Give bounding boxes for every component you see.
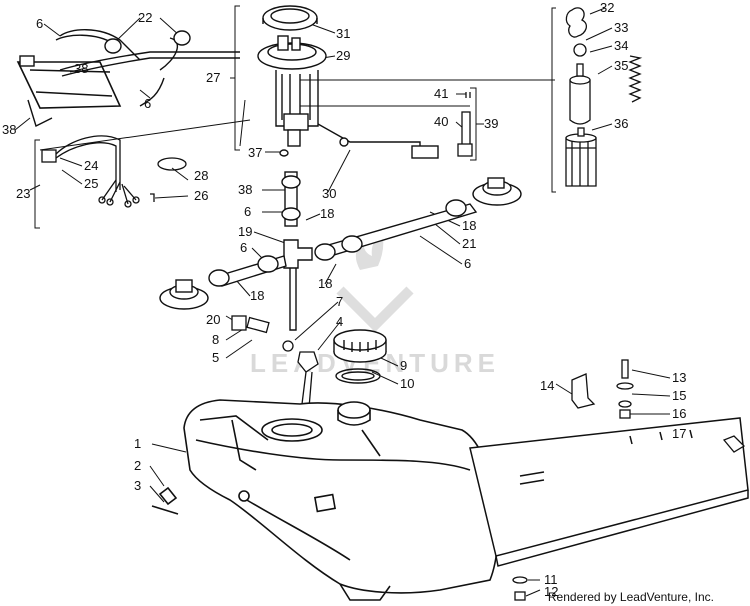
- callout-6: 6: [244, 204, 251, 219]
- callout-39: 39: [484, 116, 498, 131]
- callout-20: 20: [206, 312, 220, 327]
- callout-3: 3: [134, 478, 141, 493]
- callout-34: 34: [614, 38, 628, 53]
- callout-1: 1: [134, 436, 141, 451]
- callout-2: 2: [134, 458, 141, 473]
- callout-35: 35: [614, 58, 628, 73]
- callout-7: 7: [336, 294, 343, 309]
- callout-5: 5: [212, 350, 219, 365]
- callout-40: 40: [434, 114, 448, 129]
- callout-23: 23: [16, 186, 30, 201]
- callout-6: 6: [240, 240, 247, 255]
- callout-21: 21: [462, 236, 476, 251]
- callout-4: 4: [336, 314, 343, 329]
- callout-41: 41: [434, 86, 448, 101]
- callout-25: 25: [84, 176, 98, 191]
- callout-14: 14: [540, 378, 554, 393]
- fuel-cap: [333, 329, 387, 384]
- callout-13: 13: [672, 370, 686, 385]
- callout-38: 38: [2, 122, 16, 137]
- callout-24: 24: [84, 158, 98, 173]
- callout-30: 30: [322, 186, 336, 201]
- skid-plate: [469, 417, 749, 567]
- callout-38: 38: [238, 182, 252, 197]
- callout-19: 19: [238, 224, 252, 239]
- render-credit: Rendered by LeadVenture, Inc.: [547, 590, 714, 604]
- vent-fittings: [231, 315, 319, 421]
- leader-lines: [14, 5, 671, 597]
- fuel-rail-assembly: [16, 29, 240, 127]
- callout-18: 18: [462, 218, 476, 233]
- callout-37: 37: [248, 145, 262, 160]
- hose-clamp-22: [104, 30, 191, 54]
- sender-hardware: [457, 92, 473, 157]
- fuel-tank: [151, 399, 499, 601]
- callout-36: 36: [614, 116, 628, 131]
- callout-6: 6: [144, 96, 151, 111]
- central-hose-network: [208, 171, 478, 331]
- wire-harness: [41, 135, 187, 208]
- watermark-chevron: [336, 286, 414, 333]
- callout-28: 28: [194, 168, 208, 183]
- callout-17: 17: [672, 426, 686, 441]
- callout-27: 27: [206, 70, 220, 85]
- callout-16: 16: [672, 406, 686, 421]
- callout-29: 29: [336, 48, 350, 63]
- callout-12: 12: [544, 584, 558, 599]
- callout-8: 8: [212, 332, 219, 347]
- callout-10: 10: [400, 376, 414, 391]
- callout-11: 11: [544, 572, 558, 587]
- callout-6: 6: [36, 16, 43, 31]
- callout-38: 38: [74, 61, 88, 76]
- fuel-pump-assembly: [257, 5, 439, 159]
- callout-labels: 6 22 38 6 38 24 25 23 28 26 31 29 27 37 …: [2, 0, 686, 599]
- callout-22: 22: [138, 10, 152, 25]
- callout-18: 18: [318, 276, 332, 291]
- callout-33: 33: [614, 20, 628, 35]
- callout-15: 15: [672, 388, 686, 403]
- rollover-valve-right: [472, 177, 522, 206]
- callout-31: 31: [336, 26, 350, 41]
- callout-26: 26: [194, 188, 208, 203]
- callout-9: 9: [400, 358, 407, 373]
- callout-18: 18: [320, 206, 334, 221]
- rollover-valve-left: [159, 279, 209, 310]
- callout-32: 32: [600, 0, 614, 15]
- callout-18: 18: [250, 288, 264, 303]
- pump-components: [565, 7, 643, 187]
- callout-6: 6: [464, 256, 471, 271]
- mounting-hardware: [512, 359, 746, 601]
